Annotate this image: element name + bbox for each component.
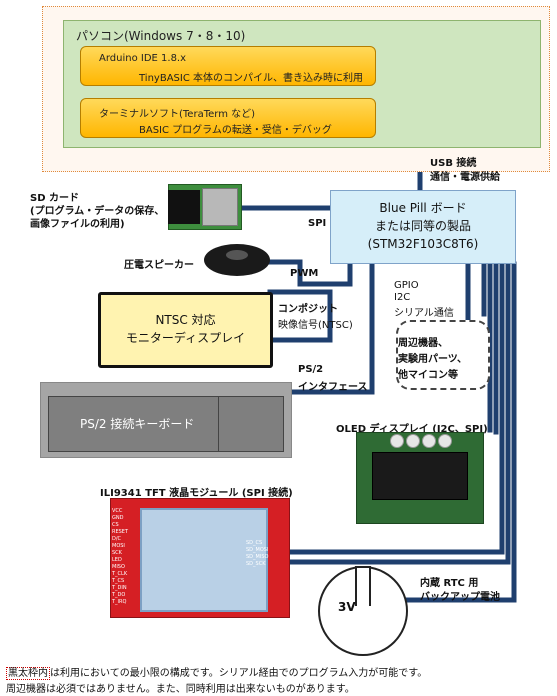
tft-pin-label: D/C: [112, 536, 122, 542]
speaker-center: [226, 250, 248, 260]
software-name: Arduino IDE 1.8.x: [99, 53, 187, 64]
ntsc-wire: [267, 289, 333, 343]
blue-pill-subtitle: または同等の製品: [374, 219, 471, 233]
tft-pin-label: CS: [112, 522, 119, 528]
peripherals-box: 周辺機器、 実験用パーツ、 他マイコン等: [396, 320, 490, 390]
sd-bus-label: SPI: [308, 218, 327, 229]
tft-pin-label: SD_CS: [246, 540, 263, 546]
keyboard-divider: [218, 396, 284, 452]
ntsc-subtitle: モニターディスプレイ: [125, 331, 246, 345]
tft-pin-label: SD_MISO: [246, 554, 269, 560]
note-line-1: 黒太枠内は利用においての最小限の構成です。シリアル経由でのプログラム入力が可能で…: [6, 664, 428, 680]
usb-label: USB 接続: [430, 158, 477, 169]
software-box-arduino: Arduino IDE 1.8.x TinyBASIC 本体のコンパイル、書き込…: [80, 46, 376, 86]
peripherals-line2: 実験用パーツ、: [398, 354, 467, 365]
pwm-label: PWM: [290, 268, 319, 279]
tft-pin-label: LED: [112, 557, 122, 563]
speaker-icon: [204, 244, 270, 276]
sd-card-icon: [202, 188, 238, 226]
battery-tab: [355, 566, 371, 606]
speaker-pwm-wire: [267, 259, 353, 287]
blue-pill-chip: (STM32F103C8T6): [367, 237, 479, 251]
tft-pin-label: SD_SCK: [246, 561, 266, 567]
sd-label: SD カード: [30, 193, 79, 204]
software-box-terminal: ターミナルソフト(TeraTerm など) BASIC プログラムの転送・受信・…: [80, 98, 376, 138]
rtc-label-sub: バックアップ電池: [420, 592, 500, 603]
blue-pill-title: Blue Pill ボード: [379, 201, 467, 215]
ps2-sub: インタフェース: [298, 382, 368, 393]
usb-label-sub: 通信・電源供給: [430, 172, 500, 183]
ntsc-title: NTSC 対応: [155, 313, 216, 327]
sd-desc-2: 画像ファイルの利用): [30, 219, 125, 230]
blue-pill-board: Blue Pill ボード または同等の製品 (STM32F103C8T6): [330, 190, 516, 264]
tft-label: ILI9341 TFT 液晶モジュール (SPI 接続): [100, 488, 293, 499]
oled-label: OLED ディスプレイ (I2C、SPI): [336, 424, 488, 435]
tft-pin-label: GND: [112, 515, 124, 521]
oled-pin-icon: [390, 434, 404, 448]
oled-pin-icon: [406, 434, 420, 448]
oled-pin-icon: [422, 434, 436, 448]
gpio-label: GPIO: [394, 280, 419, 291]
oled-screen: [372, 452, 468, 500]
software-desc: BASIC プログラムの転送・受信・デバッグ: [139, 125, 332, 136]
note-text-1: は利用においての最小限の構成です。シリアル経由でのプログラム入力が可能です。: [50, 668, 428, 679]
tft-pin-label: MISO: [112, 564, 125, 570]
sd-desc: (プログラム・データの保存、: [30, 206, 165, 217]
pc-title: パソコン(Windows 7・8・10): [76, 29, 246, 43]
sd-slot: [168, 190, 200, 224]
rtc-label: 内蔵 RTC 用: [420, 578, 479, 589]
note-boxed-term: 黒太枠内: [6, 667, 50, 680]
keyboard-label: PS/2 接続キーボード: [80, 417, 195, 431]
composite-label: コンポジット: [278, 304, 338, 315]
tft-wire-2: [287, 261, 511, 565]
tft-pin-label: VCC: [112, 508, 123, 514]
tft-pin-label: MOSI: [112, 543, 125, 549]
tft-pin-label: SCK: [112, 550, 122, 556]
tft-pin-label: RESET: [112, 529, 129, 535]
i2c-label: I2C: [394, 292, 411, 303]
note-line-2: 周辺機器は必須ではありません。また、同時利用は出来ないものがあります。: [6, 684, 355, 695]
ps2-label: PS/2: [298, 364, 324, 375]
serial-label: シリアル通信: [394, 308, 454, 319]
tft-pin-label: T_DIN: [112, 585, 127, 591]
software-name: ターミナルソフト(TeraTerm など): [99, 109, 256, 120]
tft-screen: [140, 508, 268, 612]
ps2-wire: [289, 261, 375, 395]
battery-voltage: 3V: [338, 600, 356, 614]
peripherals-line1: 周辺機器、: [398, 338, 448, 349]
ntsc-monitor: NTSC 対応 モニターディスプレイ: [98, 292, 273, 368]
tft-pin-label: SD_MOSI: [246, 547, 269, 553]
tft-pin-label: T_DO: [112, 592, 126, 598]
tft-pin-label: T_CLK: [112, 571, 128, 577]
oled-pin-icon: [438, 434, 452, 448]
speaker-label: 圧電スピーカー: [124, 260, 194, 271]
tft-pin-label: T_IRQ: [112, 599, 127, 605]
software-desc: TinyBASIC 本体のコンパイル、書き込み時に利用: [139, 73, 363, 84]
peripherals-line3: 他マイコン等: [398, 370, 458, 381]
keyboard-keys: [48, 396, 284, 452]
tft-wire: [287, 261, 505, 555]
composite-sub: 映像信号(NTSC): [278, 320, 353, 331]
tft-pin-label: T_CS: [112, 578, 125, 584]
